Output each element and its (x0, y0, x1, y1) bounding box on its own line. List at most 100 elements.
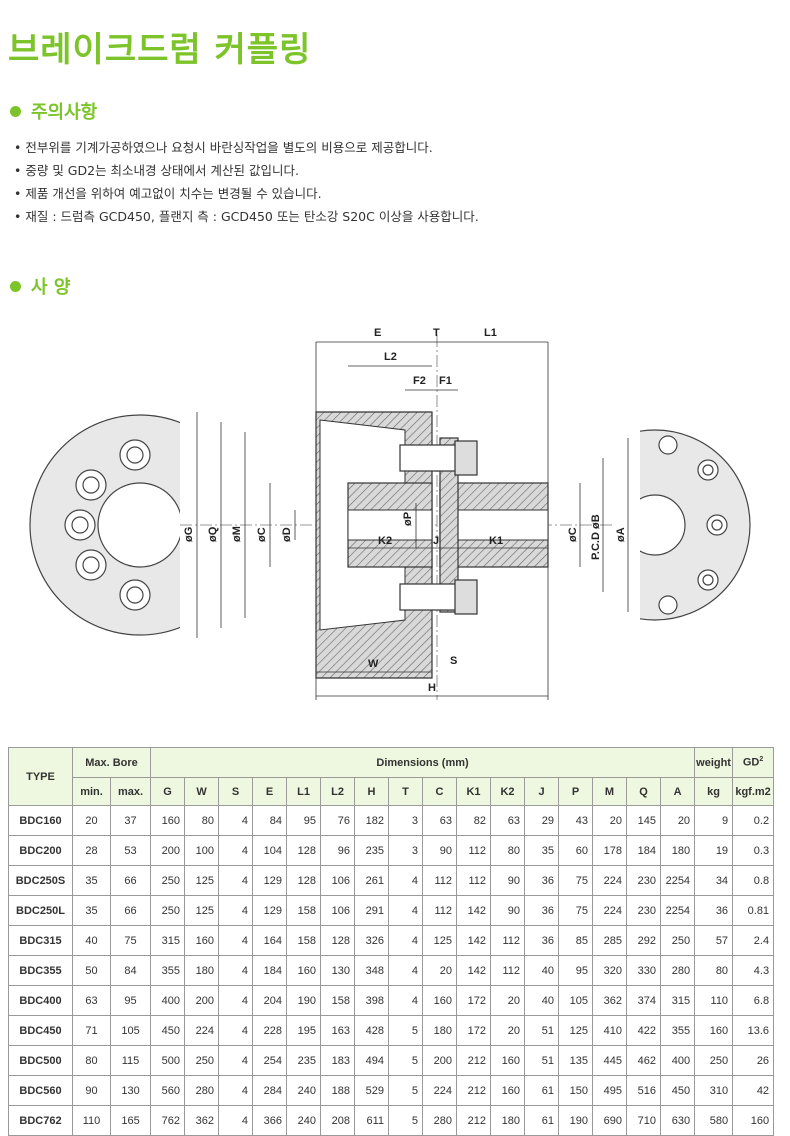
table-cell: 529 (354, 1075, 390, 1106)
table-cell: 29 (524, 805, 560, 836)
table-cell: 43 (558, 805, 594, 836)
spec-heading-text: 사 양 (31, 277, 71, 298)
table-cell: 280 (422, 1105, 458, 1136)
sub-header-cell: C (422, 777, 458, 806)
table-cell: 580 (694, 1105, 734, 1136)
table-cell: 63 (72, 985, 111, 1016)
dim-label-s: S (450, 655, 457, 667)
table-cell: 20 (490, 1015, 526, 1046)
table-cell: 250 (660, 925, 696, 956)
col-bore-header: Max. Bore (71, 747, 152, 778)
sub-header-cell: max. (109, 777, 152, 806)
table-cell: 35 (72, 865, 111, 896)
table-cell: 112 (422, 865, 458, 896)
table-cell: 2254 (660, 895, 696, 926)
table-cell: 5 (388, 1015, 424, 1046)
table-cell: 80 (490, 835, 526, 866)
table-cell: 0.81 (732, 895, 775, 926)
table-cell: 250 (694, 1045, 734, 1076)
table-cell: 285 (592, 925, 628, 956)
table-cell: 362 (184, 1105, 220, 1136)
table-cell: 362 (592, 985, 628, 1016)
table-cell: 428 (354, 1015, 390, 1046)
table-cell: 40 (524, 985, 560, 1016)
table-cell: 36 (524, 865, 560, 896)
table-cell: 128 (286, 865, 322, 896)
table-cell: 26 (732, 1045, 775, 1076)
table-cell: 611 (354, 1105, 390, 1136)
notes-heading-text: 주의사항 (31, 102, 98, 123)
notes-heading: 주의사항 (10, 98, 97, 124)
table-cell: 142 (456, 955, 492, 986)
table-cell: 95 (286, 805, 322, 836)
table-cell: 90 (72, 1075, 111, 1106)
table-cell: 150 (558, 1075, 594, 1106)
table-cell: 348 (354, 955, 390, 986)
table-cell: 180 (490, 1105, 526, 1136)
table-cell: 3 (388, 835, 424, 866)
sub-header-cell: G (150, 777, 186, 806)
table-cell: 326 (354, 925, 390, 956)
table-cell: 90 (422, 835, 458, 866)
table-cell: 75 (558, 865, 594, 896)
table-cell: 112 (456, 865, 492, 896)
table-cell: 516 (626, 1075, 662, 1106)
left-end-view (29, 414, 180, 636)
table-cell: 20 (422, 955, 458, 986)
table-cell: 254 (252, 1045, 288, 1076)
table-cell: 224 (592, 865, 628, 896)
table-cell: 9 (694, 805, 734, 836)
table-cell: 50 (72, 955, 111, 986)
table-cell: 36 (524, 925, 560, 956)
table-cell: 34 (694, 865, 734, 896)
table-cell: 710 (626, 1105, 662, 1136)
table-cell: 4 (218, 895, 254, 926)
table-cell: 160 (184, 925, 220, 956)
table-cell: 85 (558, 925, 594, 956)
table-cell: 135 (558, 1045, 594, 1076)
dim-label-j: J (433, 535, 439, 547)
table-cell: 164 (252, 925, 288, 956)
sub-header-cell: kg (694, 777, 734, 806)
table-cell: 495 (592, 1075, 628, 1106)
table-cell: 200 (184, 985, 220, 1016)
table-cell: 355 (660, 1015, 696, 1046)
table-cell: 4 (218, 1045, 254, 1076)
sub-header-cell: M (592, 777, 628, 806)
table-cell: 20 (592, 805, 628, 836)
table-cell: 84 (252, 805, 288, 836)
table-cell: 82 (456, 805, 492, 836)
table-cell: 2.4 (732, 925, 775, 956)
table-cell: 190 (558, 1105, 594, 1136)
table-cell: 4 (218, 1015, 254, 1046)
table-cell: 320 (592, 955, 628, 986)
table-cell: 422 (626, 1015, 662, 1046)
table-cell: 110 (694, 985, 734, 1016)
table-cell: 374 (626, 985, 662, 1016)
table-cell: 142 (456, 925, 492, 956)
col-dims-header: Dimensions (mm) (150, 747, 696, 778)
type-cell: BDC315 (8, 925, 73, 956)
table-cell: 4 (218, 925, 254, 956)
table-cell: 235 (286, 1045, 322, 1076)
table-cell: 4 (218, 985, 254, 1016)
table-cell: 4 (218, 805, 254, 836)
note-item: 전부위를 기계가공하였으나 요청시 바란싱작업을 별도의 비용으로 제공합니다. (14, 136, 479, 159)
table-cell: 40 (72, 925, 111, 956)
col-gd-header: GD2 (732, 747, 775, 778)
table-cell: 4 (218, 1075, 254, 1106)
table-cell: 28 (72, 835, 111, 866)
sub-header-cell: A (660, 777, 696, 806)
table-cell: 0.2 (732, 805, 775, 836)
table-cell: 184 (252, 955, 288, 986)
table-cell: 5 (388, 1045, 424, 1076)
table-cell: 4 (218, 835, 254, 866)
table-cell: 4 (388, 895, 424, 926)
dim-label-k2: K2 (378, 535, 392, 547)
table-cell: 310 (694, 1075, 734, 1106)
